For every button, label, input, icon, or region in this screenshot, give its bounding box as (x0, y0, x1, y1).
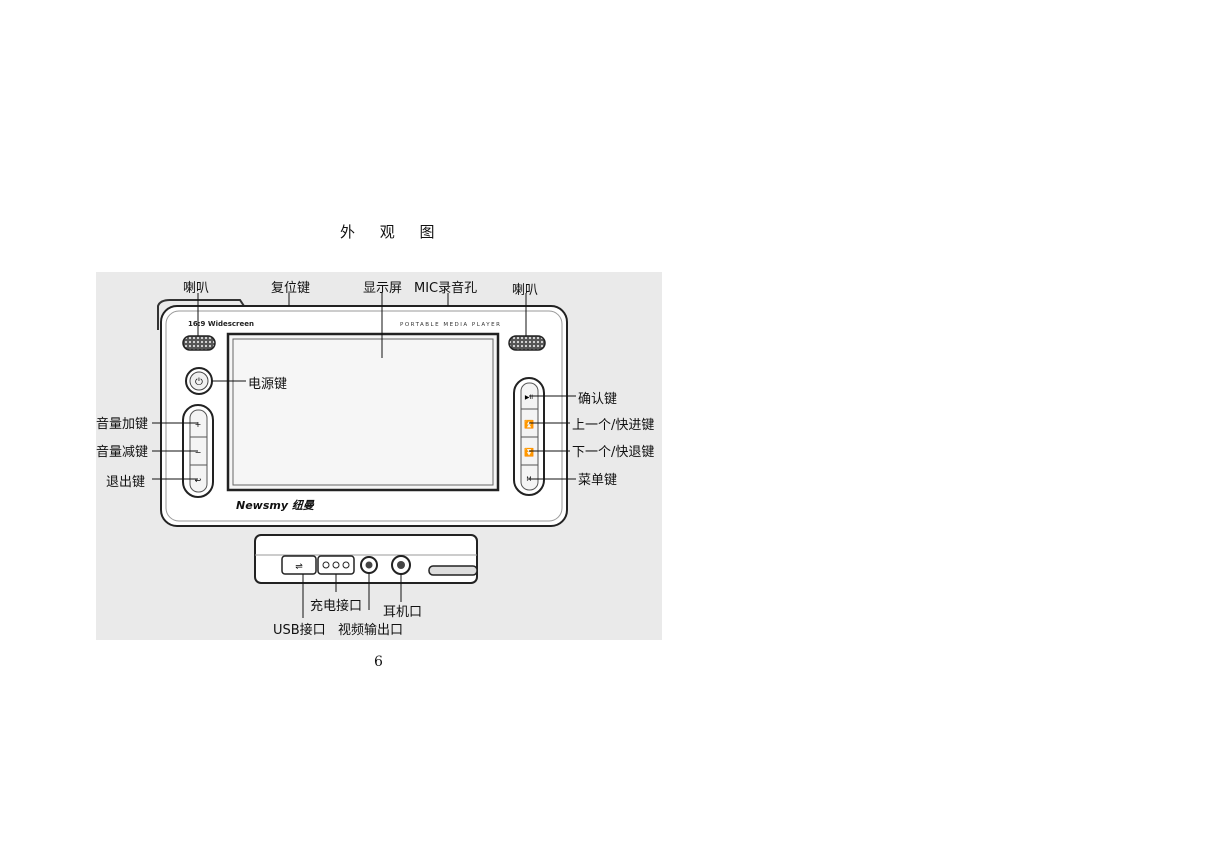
label-earphone: 耳机口 (383, 605, 423, 620)
power-icon: ⏻ (195, 377, 203, 388)
label-charge: 充电接口 (310, 599, 363, 614)
label-next: 下一个/快退键 (572, 445, 655, 460)
label-prev: 上一个/快进键 (572, 418, 655, 433)
next-icon: ⏬ (524, 447, 534, 457)
exit-icon: ↩ (195, 476, 202, 485)
label-video-out: 视频输出口 (338, 623, 404, 638)
display-screen (226, 332, 500, 492)
prev-icon: ⏫ (524, 419, 534, 429)
label-speaker-left: 喇叭 (183, 281, 210, 296)
vol-down-icon: − (195, 448, 202, 457)
usb-icon: ⇌ (295, 562, 303, 572)
label-confirm: 确认键 (578, 392, 618, 407)
device-top-lip (157, 299, 245, 330)
speaker-left-grille (182, 335, 216, 351)
label-speaker-right: 喇叭 (512, 283, 539, 298)
device-tagline: PORTABLE MEDIA PLAYER (400, 322, 501, 328)
label-usb: USB接口 (273, 623, 326, 638)
page-number: 6 (374, 654, 383, 670)
label-reset: 复位键 (271, 281, 311, 296)
label-menu: 菜单键 (578, 473, 618, 488)
label-mic: MIC录音孔 (414, 281, 478, 296)
page-title: 外 观 图 (340, 223, 445, 241)
label-screen: 显示屏 (363, 281, 403, 296)
speaker-right-grille (508, 335, 546, 351)
label-vol-up: 音量加键 (96, 417, 149, 432)
label-exit: 退出键 (106, 475, 146, 490)
label-vol-down: 音量减键 (96, 445, 149, 460)
brand-logo: Newsmy 纽曼 (236, 499, 315, 512)
vol-up-icon: + (195, 420, 202, 429)
usb-port (281, 555, 317, 575)
play-pause-icon: ▶II (525, 394, 533, 401)
model-badge: 16:9 Widescreen (188, 320, 254, 328)
label-power: 电源键 (248, 377, 288, 392)
side-switch (428, 565, 478, 576)
